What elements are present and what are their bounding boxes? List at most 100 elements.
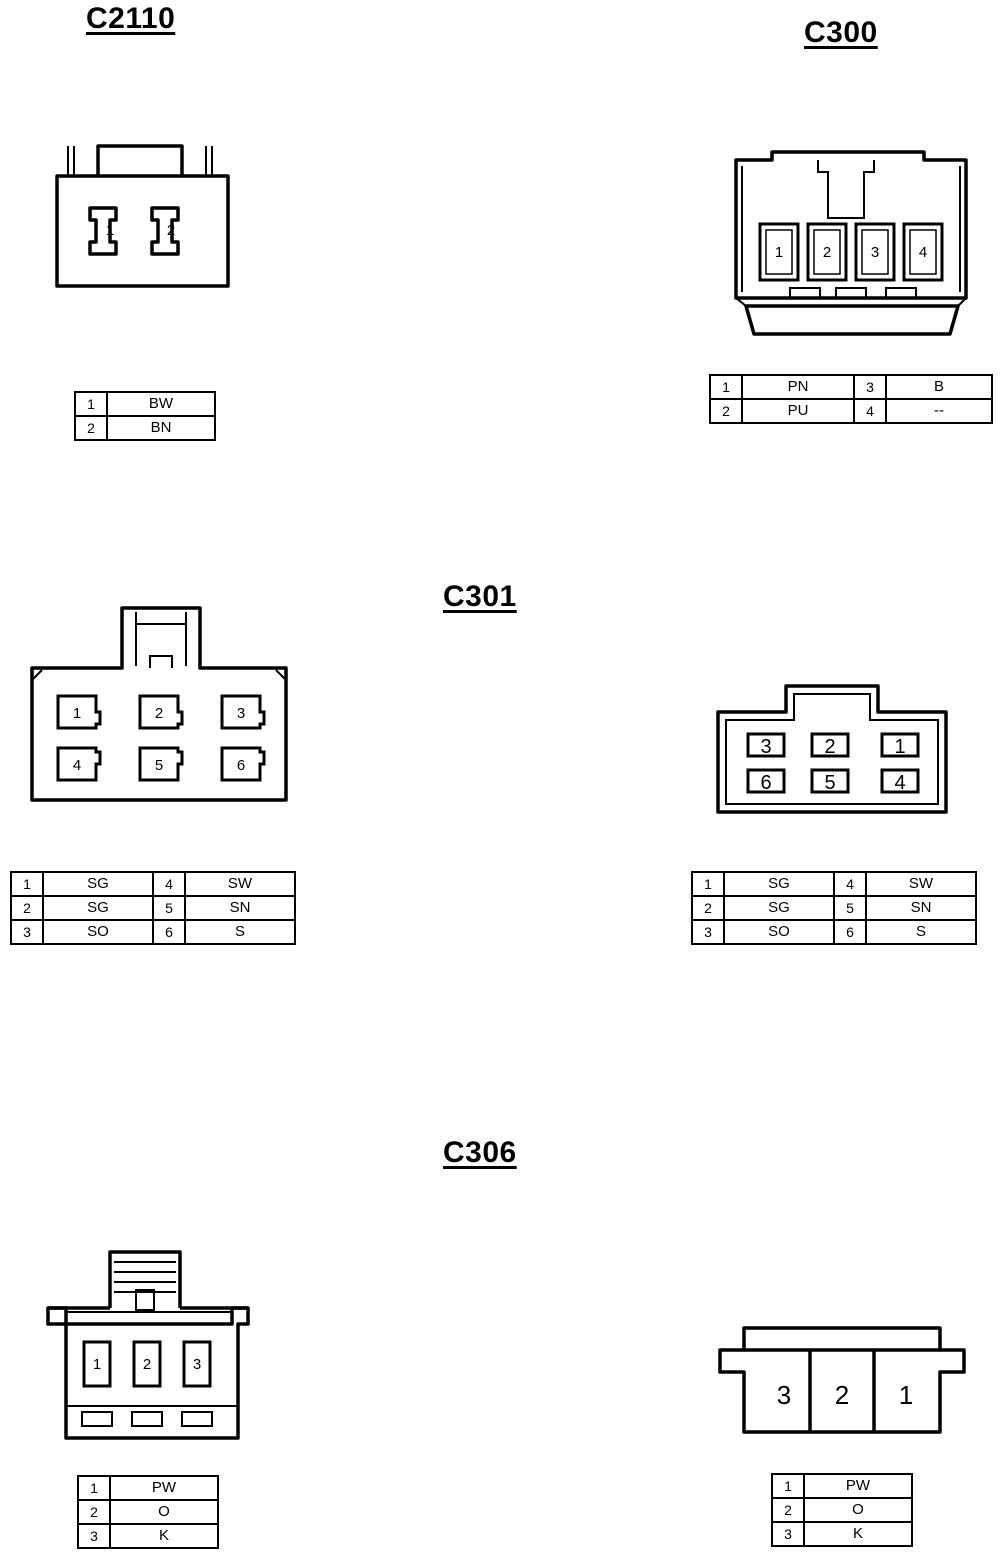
wire-color: B: [885, 374, 993, 400]
pin-number: 2: [691, 895, 725, 921]
c300-pin-3-label: 3: [871, 244, 879, 261]
c306-left-pin-1-label: 1: [93, 1356, 101, 1373]
wire-color: SN: [184, 895, 296, 921]
c306-left-pin-3-label: 3: [193, 1356, 201, 1373]
wire-color: PN: [741, 374, 855, 400]
wire-color: --: [885, 398, 993, 424]
c306-left-connector-face: 1 2 3: [46, 1250, 250, 1440]
c300-pin-4-label: 4: [919, 244, 927, 261]
c2110-pin-1-label: 1: [106, 222, 114, 239]
wire-color: SO: [42, 919, 154, 945]
table-row: 1 PW: [77, 1475, 219, 1501]
c301-right-pin-1-label: 1: [894, 736, 905, 758]
table-row: 2 O: [77, 1499, 219, 1525]
pin-number: 2: [771, 1497, 805, 1523]
table-row: 1 BW: [74, 391, 216, 417]
pin-number: 1: [691, 871, 725, 897]
wire-color: K: [109, 1523, 219, 1549]
table-row: 2 SG 5 SN: [691, 895, 977, 921]
pin-number: 4: [833, 871, 867, 897]
c301-right-pin-6-label: 6: [760, 772, 771, 794]
c2110-wiring-table: 1 BW 2 BN: [74, 391, 216, 441]
c300-pin-1-label: 1: [775, 244, 783, 261]
table-row: 1 SG 4 SW: [10, 871, 296, 897]
table-row: 2 BN: [74, 415, 216, 441]
c306-right-pin-2-label: 2: [835, 1380, 849, 1410]
pin-number: 2: [10, 895, 44, 921]
c306-right-pin-1-label: 1: [899, 1380, 913, 1410]
table-row: 1 SG 4 SW: [691, 871, 977, 897]
c306-left-pin-2-label: 2: [143, 1356, 151, 1373]
table-row: 2 O: [771, 1497, 913, 1523]
wire-color: S: [865, 919, 977, 945]
wire-color: PW: [803, 1473, 913, 1499]
c2110-connector-face: 1 2: [55, 144, 230, 288]
wire-color: BW: [106, 391, 216, 417]
wire-color: S: [184, 919, 296, 945]
c301-right-wiring-table: 1 SG 4 SW 2 SG 5 SN 3 SO 6 S: [691, 871, 977, 945]
c306-title: C306: [443, 1136, 517, 1169]
c301-right-pin-2-label: 2: [824, 736, 835, 758]
table-row: 3 SO 6 S: [691, 919, 977, 945]
c301-left-pin-6-label: 6: [237, 757, 245, 774]
pin-number: 2: [77, 1499, 111, 1525]
pin-number: 3: [691, 919, 725, 945]
c301-left-pin-1-label: 1: [73, 705, 81, 722]
c300-connector-face: 1 2 3 4: [734, 150, 968, 336]
c301-title: C301: [443, 580, 517, 613]
pin-number: 5: [833, 895, 867, 921]
table-row: 3 K: [771, 1521, 913, 1547]
c300-pin-2-label: 2: [823, 244, 831, 261]
c301-right-pin-4-label: 4: [894, 772, 905, 794]
wire-color: SG: [42, 871, 154, 897]
c301-left-pin-4-label: 4: [73, 757, 81, 774]
pin-number: 1: [771, 1473, 805, 1499]
pin-number: 2: [709, 398, 743, 424]
pin-number: 5: [152, 895, 186, 921]
c301-left-pin-3-label: 3: [237, 705, 245, 722]
c306-right-wiring-table: 1 PW 2 O 3 K: [771, 1473, 913, 1547]
pin-number: 6: [833, 919, 867, 945]
c301-left-pin-2-label: 2: [155, 705, 163, 722]
c301-right-pin-3-label: 3: [760, 736, 771, 758]
table-row: 2 SG 5 SN: [10, 895, 296, 921]
wire-color: SO: [723, 919, 835, 945]
wire-color: PU: [741, 398, 855, 424]
wire-color: SN: [865, 895, 977, 921]
c306-right-connector-face: 3 2 1: [718, 1326, 966, 1434]
pin-number: 3: [10, 919, 44, 945]
pin-number: 3: [853, 374, 887, 400]
c301-left-wiring-table: 1 SG 4 SW 2 SG 5 SN 3 SO 6 S: [10, 871, 296, 945]
wire-color: SG: [723, 895, 835, 921]
c306-right-pin-3-label: 3: [777, 1380, 791, 1410]
pin-number: 1: [74, 391, 108, 417]
c300-wiring-table: 1 PN 3 B 2 PU 4 --: [709, 374, 993, 424]
pin-number: 2: [74, 415, 108, 441]
table-row: 2 PU 4 --: [709, 398, 993, 424]
c306-left-wiring-table: 1 PW 2 O 3 K: [77, 1475, 219, 1549]
pin-number: 4: [853, 398, 887, 424]
c2110-pin-2-label: 2: [167, 222, 175, 239]
wire-color: O: [803, 1497, 913, 1523]
pin-number: 3: [77, 1523, 111, 1549]
pin-number: 1: [77, 1475, 111, 1501]
table-row: 1 PN 3 B: [709, 374, 993, 400]
table-row: 3 SO 6 S: [10, 919, 296, 945]
wire-color: O: [109, 1499, 219, 1525]
pin-number: 1: [10, 871, 44, 897]
pin-number: 4: [152, 871, 186, 897]
wire-color: BN: [106, 415, 216, 441]
c300-title: C300: [804, 16, 878, 49]
c301-right-pin-5-label: 5: [824, 772, 835, 794]
c2110-title: C2110: [86, 2, 176, 35]
c301-left-pin-5-label: 5: [155, 757, 163, 774]
table-row: 3 K: [77, 1523, 219, 1549]
wire-color: SG: [42, 895, 154, 921]
pin-number: 6: [152, 919, 186, 945]
wire-color: SG: [723, 871, 835, 897]
wire-color: SW: [184, 871, 296, 897]
c301-right-connector-face: 3 2 1 6 5 4: [716, 684, 948, 814]
pin-number: 1: [709, 374, 743, 400]
wire-color: K: [803, 1521, 913, 1547]
wire-color: SW: [865, 871, 977, 897]
